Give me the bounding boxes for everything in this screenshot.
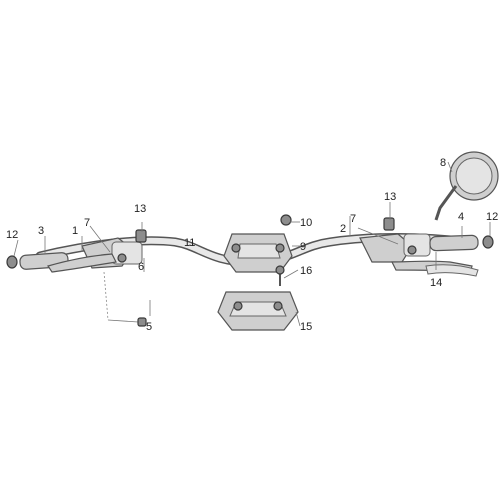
callout-7-left: 7 (84, 217, 90, 229)
callout-13-left: 13 (134, 203, 146, 215)
left-lever-assembly (47, 237, 143, 273)
clamp-screw-lower (275, 265, 285, 286)
left-cable (103, 271, 147, 327)
upper-bar-clamp (223, 233, 293, 273)
left-bar-end (6, 255, 18, 269)
callout-12-right: 12 (486, 211, 498, 223)
callout-14: 14 (430, 277, 442, 289)
callout-15: 15 (300, 321, 312, 333)
right-bar-end (482, 235, 494, 249)
callout-4: 4 (458, 211, 464, 223)
lower-bar-clamp (217, 291, 299, 331)
callout-8: 8 (440, 157, 446, 169)
clamp-screw-upper (280, 214, 292, 226)
callout-1: 1 (72, 225, 78, 237)
callout-2: 2 (340, 223, 346, 235)
right-lever (425, 264, 479, 277)
leader-lines (13, 161, 491, 327)
mirror (434, 151, 499, 221)
callout-9: 9 (300, 241, 306, 253)
callout-5: 5 (146, 321, 152, 333)
callout-labels: 12 3 1 7 13 6 5 11 10 9 16 15 2 7 13 4 1… (6, 157, 498, 333)
callout-6: 6 (138, 261, 144, 273)
callout-10: 10 (300, 217, 312, 229)
left-clamp-screw (135, 229, 147, 243)
callout-12-left: 12 (6, 229, 18, 241)
right-clamp-screw (383, 217, 395, 231)
callout-7-right: 7 (350, 213, 356, 225)
callout-13-right: 13 (384, 191, 396, 203)
callout-16: 16 (300, 265, 312, 277)
callout-3: 3 (38, 225, 44, 237)
right-grip (429, 234, 479, 252)
callout-11: 11 (184, 237, 195, 249)
